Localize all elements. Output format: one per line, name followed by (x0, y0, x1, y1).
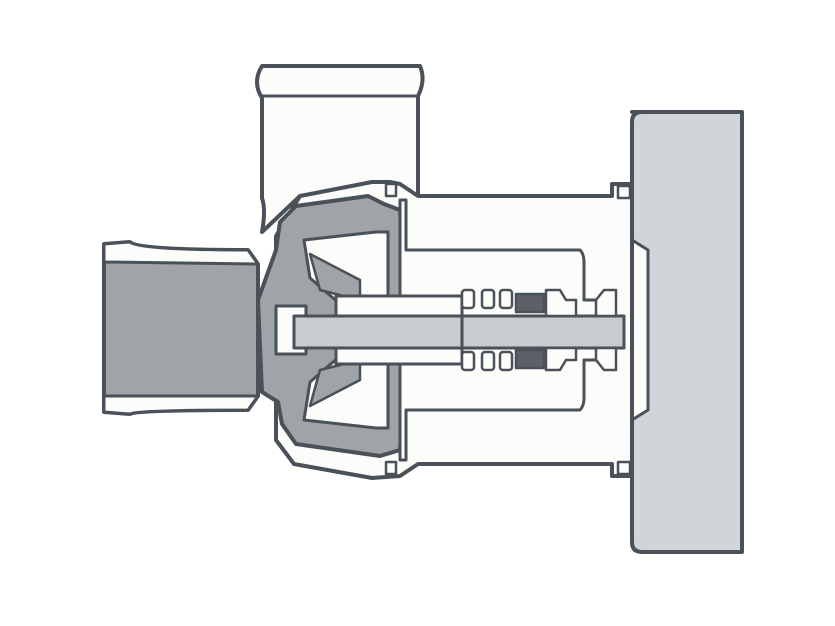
casing-bolt-top (384, 182, 398, 198)
motor-housing (630, 110, 744, 554)
seal-seat-lower (544, 346, 578, 372)
casing-bolt-bottom (384, 460, 398, 476)
seal-ring-5 (480, 350, 496, 372)
seal-face-lower (514, 348, 546, 370)
inlet-pipe (102, 240, 260, 416)
inlet-pipe-wall-lower (102, 394, 260, 416)
seal-ring-6 (498, 350, 514, 372)
flange-bolt-bottom (616, 460, 632, 476)
coupling-lower (594, 346, 618, 372)
seal-seat-upper (544, 288, 578, 318)
seal-face-upper (514, 292, 546, 314)
seal-ring-4 (460, 350, 476, 372)
motor-end-boss (630, 238, 650, 422)
pump-shaft (292, 314, 626, 350)
coupling-upper (594, 288, 618, 318)
seal-ring-1 (460, 288, 476, 310)
flange-bolt-top (616, 184, 632, 200)
inlet-pipe-wall (102, 240, 260, 266)
seal-ring-2 (480, 288, 496, 310)
seal-ring-3 (498, 288, 514, 310)
